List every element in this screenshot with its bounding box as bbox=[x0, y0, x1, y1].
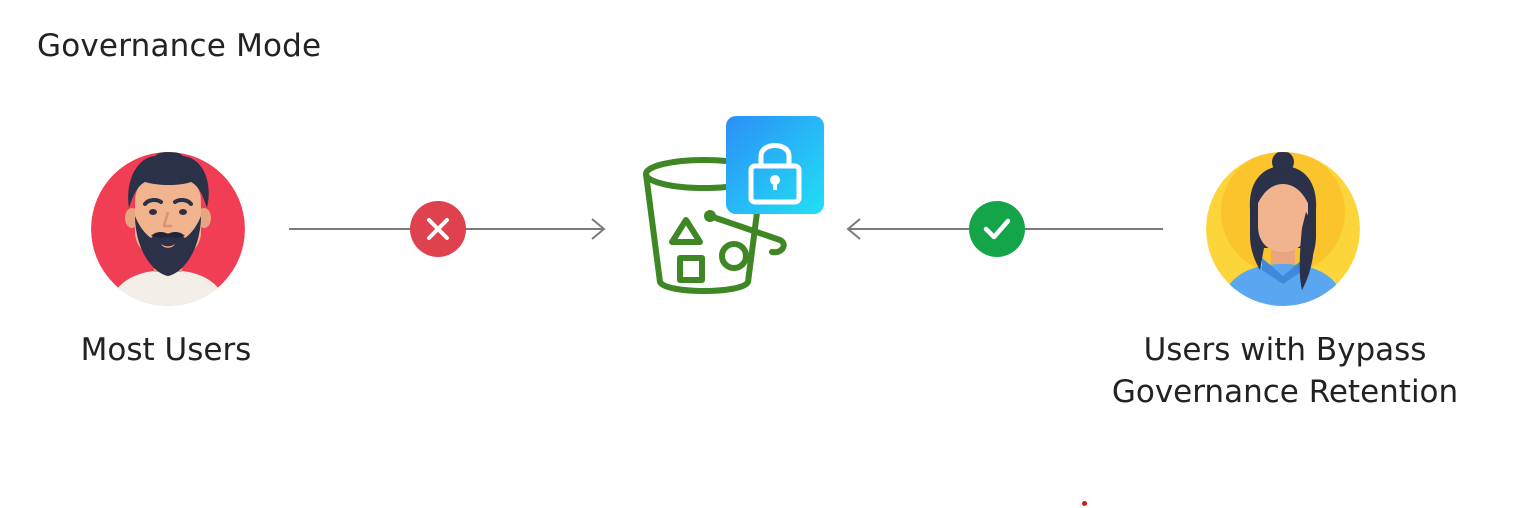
arrowhead-left-icon bbox=[846, 218, 861, 240]
woman-avatar-icon bbox=[1206, 152, 1360, 306]
page-title: Governance Mode bbox=[37, 28, 322, 64]
bypass-users-label-line-1: Users with Bypass bbox=[1143, 332, 1427, 368]
allowed-badge bbox=[969, 201, 1025, 257]
bypass-users-label: Users with Bypass Governance Retention bbox=[1090, 329, 1480, 413]
x-mark-icon bbox=[427, 218, 449, 240]
s3-bucket-with-lock bbox=[636, 116, 828, 306]
bypass-users-label-line-2: Governance Retention bbox=[1111, 374, 1459, 410]
denied-badge bbox=[410, 201, 466, 257]
s3-bucket-icon bbox=[643, 116, 824, 294]
most-users-avatar bbox=[91, 152, 245, 306]
most-users-label: Most Users bbox=[80, 332, 252, 368]
bearded-man-avatar-icon bbox=[91, 152, 245, 306]
stray-dot bbox=[1082, 501, 1087, 506]
check-mark-icon bbox=[983, 218, 1011, 240]
arrowhead-right-icon bbox=[591, 218, 606, 240]
bypass-users-avatar bbox=[1206, 152, 1360, 306]
